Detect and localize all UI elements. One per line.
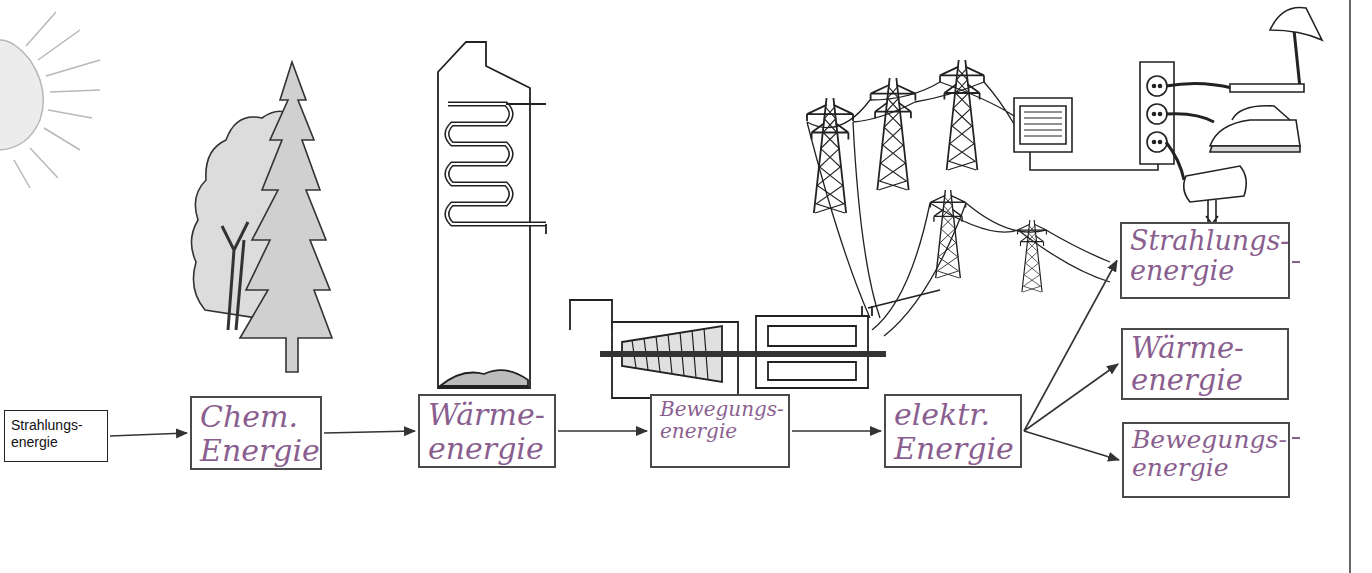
- handwritten-energy-box: Chem. Energie: [190, 396, 322, 470]
- power-lines: [872, 203, 1046, 336]
- socket-strip: [1147, 132, 1167, 152]
- trees: [240, 62, 332, 372]
- socket-strip: [1153, 113, 1156, 116]
- handwritten-energy-box: elektr. Energie: [884, 394, 1022, 468]
- flow-arrow: [558, 430, 647, 432]
- flow-arrow: [792, 430, 881, 432]
- socket-strip: [1153, 141, 1156, 144]
- fuse-box: [1014, 98, 1072, 152]
- turbine: [570, 300, 612, 330]
- trees: [222, 222, 248, 330]
- iron: [1166, 106, 1300, 152]
- handwritten-energy-box: Bewegungs- energie: [1122, 422, 1290, 498]
- socket-strip: [1153, 85, 1156, 88]
- power-lines: [807, 98, 853, 213]
- power-lines: [807, 122, 880, 318]
- sun: [14, 12, 100, 188]
- iron: [1166, 114, 1214, 122]
- energy-label: elektr. Energie: [894, 398, 1016, 465]
- fuse-box: [1030, 152, 1158, 170]
- flow-arrow: [1024, 431, 1119, 460]
- handwritten-energy-box: Bewegungs- energie: [650, 394, 790, 468]
- energy-label: Bewegungs- energie: [1132, 426, 1284, 482]
- energy-label: Bewegungs- energie: [660, 398, 784, 443]
- trees: [191, 62, 332, 372]
- boiler-tower: [506, 104, 546, 234]
- fuse-box: [1020, 106, 1066, 144]
- energy-label: Wärme- energie: [428, 398, 550, 465]
- hand-mixer: [1166, 142, 1184, 180]
- sun: [0, 40, 43, 150]
- margin-line: [1292, 262, 1300, 438]
- socket-strip: [1159, 85, 1162, 88]
- hand-mixer: [1166, 142, 1246, 232]
- boiler-tower: [447, 104, 546, 224]
- energy-box: Strahlungs- energie: [4, 410, 108, 462]
- lamp: [1230, 84, 1304, 92]
- turbine: [600, 351, 886, 357]
- handwritten-energy-box: Wärme- energie: [1121, 328, 1289, 400]
- boiler-tower: [440, 370, 528, 386]
- power-lines: [940, 82, 1014, 124]
- boiler-tower: [447, 104, 546, 224]
- lamp: [1294, 30, 1300, 88]
- margin-line: [1349, 0, 1351, 573]
- flow-arrow: [324, 431, 415, 433]
- socket-strip: [1159, 113, 1162, 116]
- iron: [1232, 106, 1290, 120]
- fuse-box: [1014, 98, 1158, 170]
- fuse-box: [1024, 112, 1062, 136]
- socket-strip: [1159, 141, 1162, 144]
- flow-arrow: [110, 433, 187, 436]
- socket-strip: [1147, 104, 1167, 124]
- boiler-tower: [438, 42, 530, 388]
- socket-strip: [1147, 76, 1167, 96]
- boiler-tower: [438, 42, 546, 388]
- power-lines: [930, 190, 965, 278]
- energy-label: Wärme- energie: [1131, 332, 1283, 397]
- power-lines: [807, 60, 1110, 336]
- flow-arrow: [1024, 261, 1117, 432]
- turbine: [612, 322, 738, 398]
- handwritten-energy-box: Wärme- energie: [418, 394, 556, 468]
- margin-line: [1292, 0, 1350, 573]
- hand-mixer: [1184, 166, 1247, 202]
- lamp: [1270, 7, 1322, 40]
- iron: [1210, 120, 1300, 146]
- energy-label: Chem. Energie: [200, 400, 316, 467]
- iron: [1210, 146, 1300, 152]
- power-lines: [940, 60, 984, 170]
- energy-label: Strahlungs- energie: [11, 417, 103, 451]
- generator: [600, 351, 886, 357]
- flow-arrow: [1024, 364, 1118, 431]
- handwritten-energy-box: Strahlungs- energie: [1120, 222, 1290, 299]
- lamp: [1166, 7, 1322, 92]
- power-lines: [1018, 230, 1110, 282]
- sun: [0, 12, 100, 188]
- energy-label: Strahlungs- energie: [1130, 226, 1284, 286]
- generator: [600, 290, 940, 388]
